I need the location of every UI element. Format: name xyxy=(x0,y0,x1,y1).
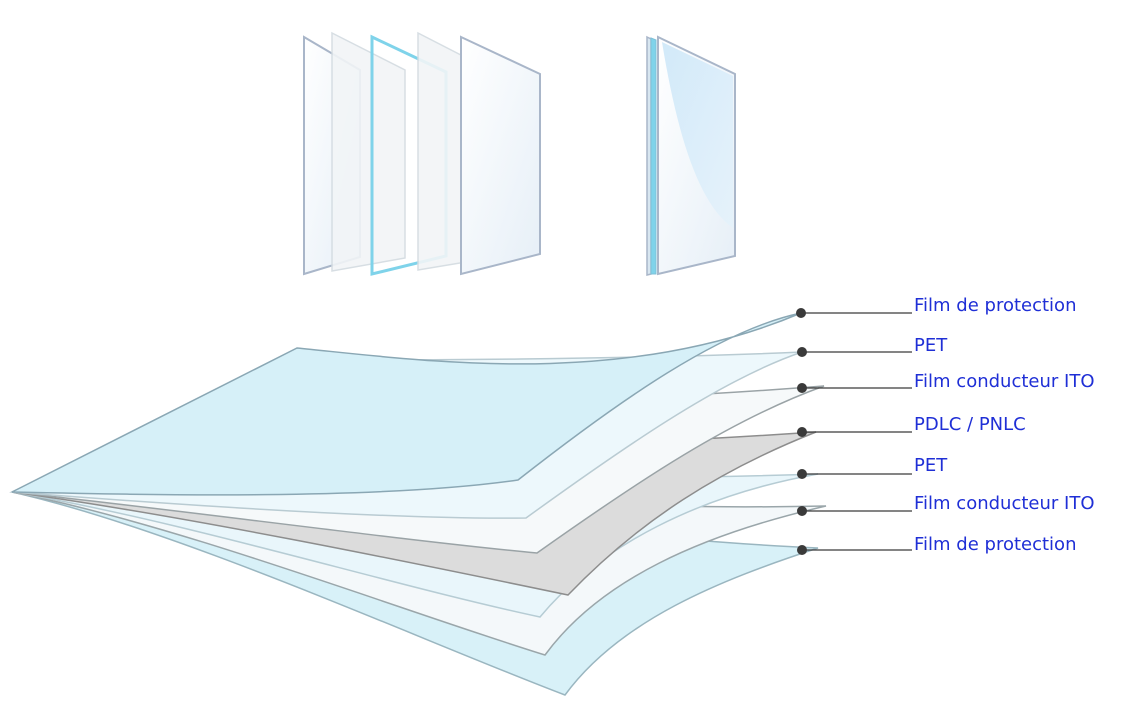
laminated-glass-assembly xyxy=(646,35,736,276)
film-stack xyxy=(9,312,827,696)
leader-dot xyxy=(797,383,807,393)
leader-dots xyxy=(796,308,807,555)
label-pet-top: PET xyxy=(914,335,948,356)
laminated-edge-2 xyxy=(650,37,657,275)
leader-lines xyxy=(801,312,912,551)
glass-pane-front xyxy=(460,35,541,276)
leader-dot xyxy=(797,545,807,555)
exploded-glass-assembly xyxy=(303,31,541,276)
label-ito-top: Film conducteur ITO xyxy=(914,371,1095,392)
laminated-blue-sheen xyxy=(662,42,733,228)
label-pdlc-pnlc: PDLC / PNLC xyxy=(914,414,1026,435)
layer-film-protection-top xyxy=(11,312,802,496)
glass-pane-back-interlayer xyxy=(331,31,406,272)
label-film-protection-top: Film de protection xyxy=(914,295,1077,316)
label-film-protection-bottom: Film de protection xyxy=(914,534,1077,555)
label-ito-bottom: Film conducteur ITO xyxy=(914,493,1095,514)
leader-dot xyxy=(797,506,807,516)
leader-dot xyxy=(797,469,807,479)
laminated-edge-1 xyxy=(646,35,652,276)
leader-dot xyxy=(796,308,806,318)
label-pet-bottom: PET xyxy=(914,455,948,476)
leader-dot xyxy=(797,347,807,357)
leader-dot xyxy=(797,427,807,437)
